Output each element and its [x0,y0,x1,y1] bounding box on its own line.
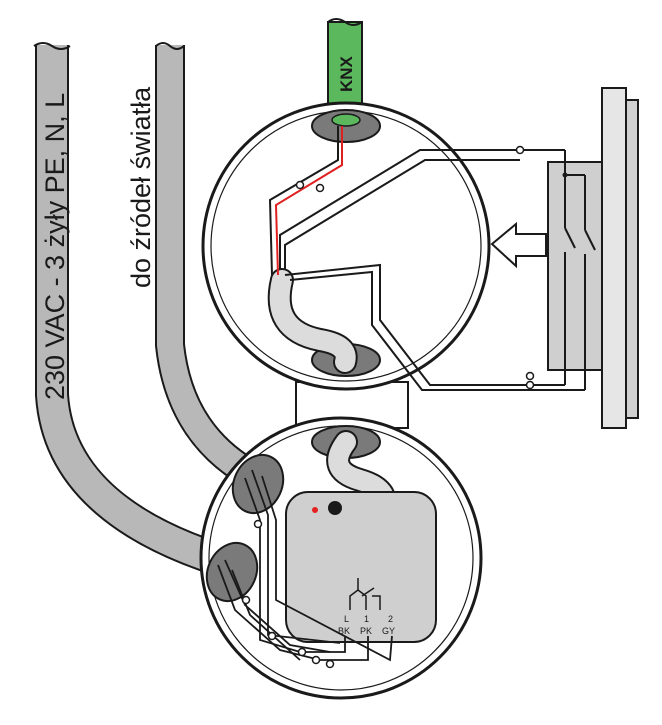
terminal-label: GY [382,626,395,636]
insert-arrow-icon [490,221,547,269]
supply-label: 230 VAC - 3 żyły PE, N, L [40,93,70,400]
terminal-label: 2 [388,614,393,624]
light-source-label: do źródeł światła [126,86,156,288]
status-led [312,507,318,513]
actuator-module: L 1 2 BK PK GY [285,491,437,643]
terminal-labels-top: L 1 2 [344,614,393,624]
programming-button [328,501,342,515]
terminal-label: L [344,614,349,624]
cable-end-wave [155,42,185,50]
light-cable-grommet [231,453,285,515]
terminal-label: PK [360,626,372,636]
wall-switch [515,87,639,429]
terminal-label: 1 [364,614,369,624]
knx-label: KNX [337,55,356,92]
cable-end-wave [33,42,71,50]
terminal-labels-bottom: BK PK GY [338,626,395,636]
terminal-label: BK [338,626,350,636]
